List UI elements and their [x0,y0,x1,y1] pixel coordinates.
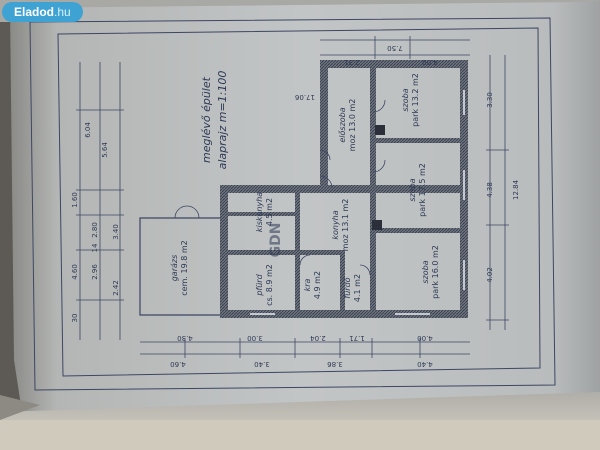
svg-text:4.38: 4.38 [486,182,494,198]
room-furdo: fürdő 4.1 m2 [343,274,362,302]
svg-text:park 17.5 m2: park 17.5 m2 [418,163,427,217]
room-garage: garázs cem. 19.8 m2 [170,240,189,295]
plan-title: meglévő épület alaprajz m=1:100 [200,71,229,170]
room-szoba-1: szoba park 13.2 m2 [401,73,420,127]
room-kra: kra 4.9 m2 [303,271,322,299]
logo-watermark: GDN [268,223,284,258]
svg-text:1.60: 1.60 [71,192,79,208]
svg-text:3.30: 3.30 [486,92,494,108]
svg-text:7.50: 7.50 [387,44,403,52]
svg-text:4.5 m2: 4.5 m2 [265,198,274,226]
svg-text:fürdő: fürdő [343,277,352,298]
watermark-brand: Eladod [14,5,55,19]
svg-text:17.06: 17.06 [294,93,315,101]
svg-text:szoba: szoba [421,260,430,283]
svg-text:2.04: 2.04 [310,334,326,342]
room-labels: garázs cem. 19.8 m2 pfürd cs. 8.9 m2 kra… [170,73,440,306]
svg-text:3.40: 3.40 [254,360,270,368]
svg-text:GDN: GDN [268,223,284,258]
dimension-labels-bottom: 4.30 3.00 2.04 1.71 4.00 4.60 3.40 3.86 … [170,334,433,368]
svg-text:3.40: 3.40 [112,224,120,240]
window-marks [250,90,465,315]
svg-text:cs. 8.9 m2: cs. 8.9 m2 [265,264,274,306]
svg-text:kiskonyha: kiskonyha [255,192,264,232]
svg-text:4.30: 4.30 [177,334,193,342]
dimension-lines [79,39,506,355]
room-kiskonyha: kiskonyha 4.5 m2 [255,192,274,232]
svg-text:4.40: 4.40 [417,360,433,368]
room-pfurd: pfürd cs. 8.9 m2 [255,264,274,306]
svg-text:2.31: 2.31 [344,58,360,66]
svg-text:4.1 m2: 4.1 m2 [353,274,362,302]
svg-text:moz 13.1 m2: moz 13.1 m2 [341,199,350,252]
svg-text:park 16.0 m2: park 16.0 m2 [431,245,440,299]
svg-text:előszoba: előszoba [338,107,347,142]
door-swings [174,99,386,276]
watermark-tld: .hu [54,5,71,19]
svg-text:2.96: 2.96 [91,264,99,280]
svg-text:4.60: 4.60 [71,264,79,280]
svg-text:4.02: 4.02 [486,267,494,283]
svg-text:2.42: 2.42 [112,280,120,296]
room-eloszoba: előszoba moz 13.0 m2 [338,99,357,152]
room-szoba-3: szoba park 16.0 m2 [421,245,440,299]
svg-text:kra: kra [303,278,312,291]
eladod-watermark-badge[interactable]: Eladod.hu [2,2,83,22]
plan-title-line1: meglévő épület [200,76,213,163]
svg-text:park 13.2 m2: park 13.2 m2 [411,73,420,127]
svg-text:12.84: 12.84 [512,179,520,200]
dimension-labels-top: 7.50 2.31 4.00 17.06 [294,44,437,101]
svg-text:6.04: 6.04 [84,122,92,138]
plan-title-line2: alaprajz m=1:100 [216,71,229,170]
svg-text:szoba: szoba [401,88,410,111]
svg-text:4.00: 4.00 [417,334,433,342]
svg-text:30: 30 [71,314,79,323]
svg-text:konyha: konyha [331,210,340,239]
svg-text:garázs: garázs [170,255,179,282]
svg-text:3.86: 3.86 [327,360,343,368]
room-konyha: konyha moz 13.1 m2 [331,199,350,252]
dimension-labels-left: 4.60 1.60 6.04 5.64 2.96 2.42 2.80 3.40 … [71,122,120,323]
drawing-frame [29,17,556,391]
svg-text:5.64: 5.64 [101,142,109,158]
svg-text:4.60: 4.60 [170,360,186,368]
room-szoba-2: szoba park 17.5 m2 [408,163,427,217]
svg-text:pfürd: pfürd [255,273,264,296]
svg-text:14: 14 [91,243,99,252]
svg-text:cem. 19.8 m2: cem. 19.8 m2 [180,240,189,295]
svg-text:1.71: 1.71 [349,334,365,342]
svg-text:3.00: 3.00 [247,334,263,342]
dimension-labels-right: 3.30 4.38 4.02 12.84 [486,92,520,283]
svg-text:4.00: 4.00 [422,58,438,66]
svg-text:4.9 m2: 4.9 m2 [313,271,322,299]
svg-text:moz 13.0 m2: moz 13.0 m2 [348,99,357,152]
svg-text:szoba: szoba [408,178,417,201]
garage-outline [139,217,220,316]
svg-text:2.80: 2.80 [91,222,99,238]
